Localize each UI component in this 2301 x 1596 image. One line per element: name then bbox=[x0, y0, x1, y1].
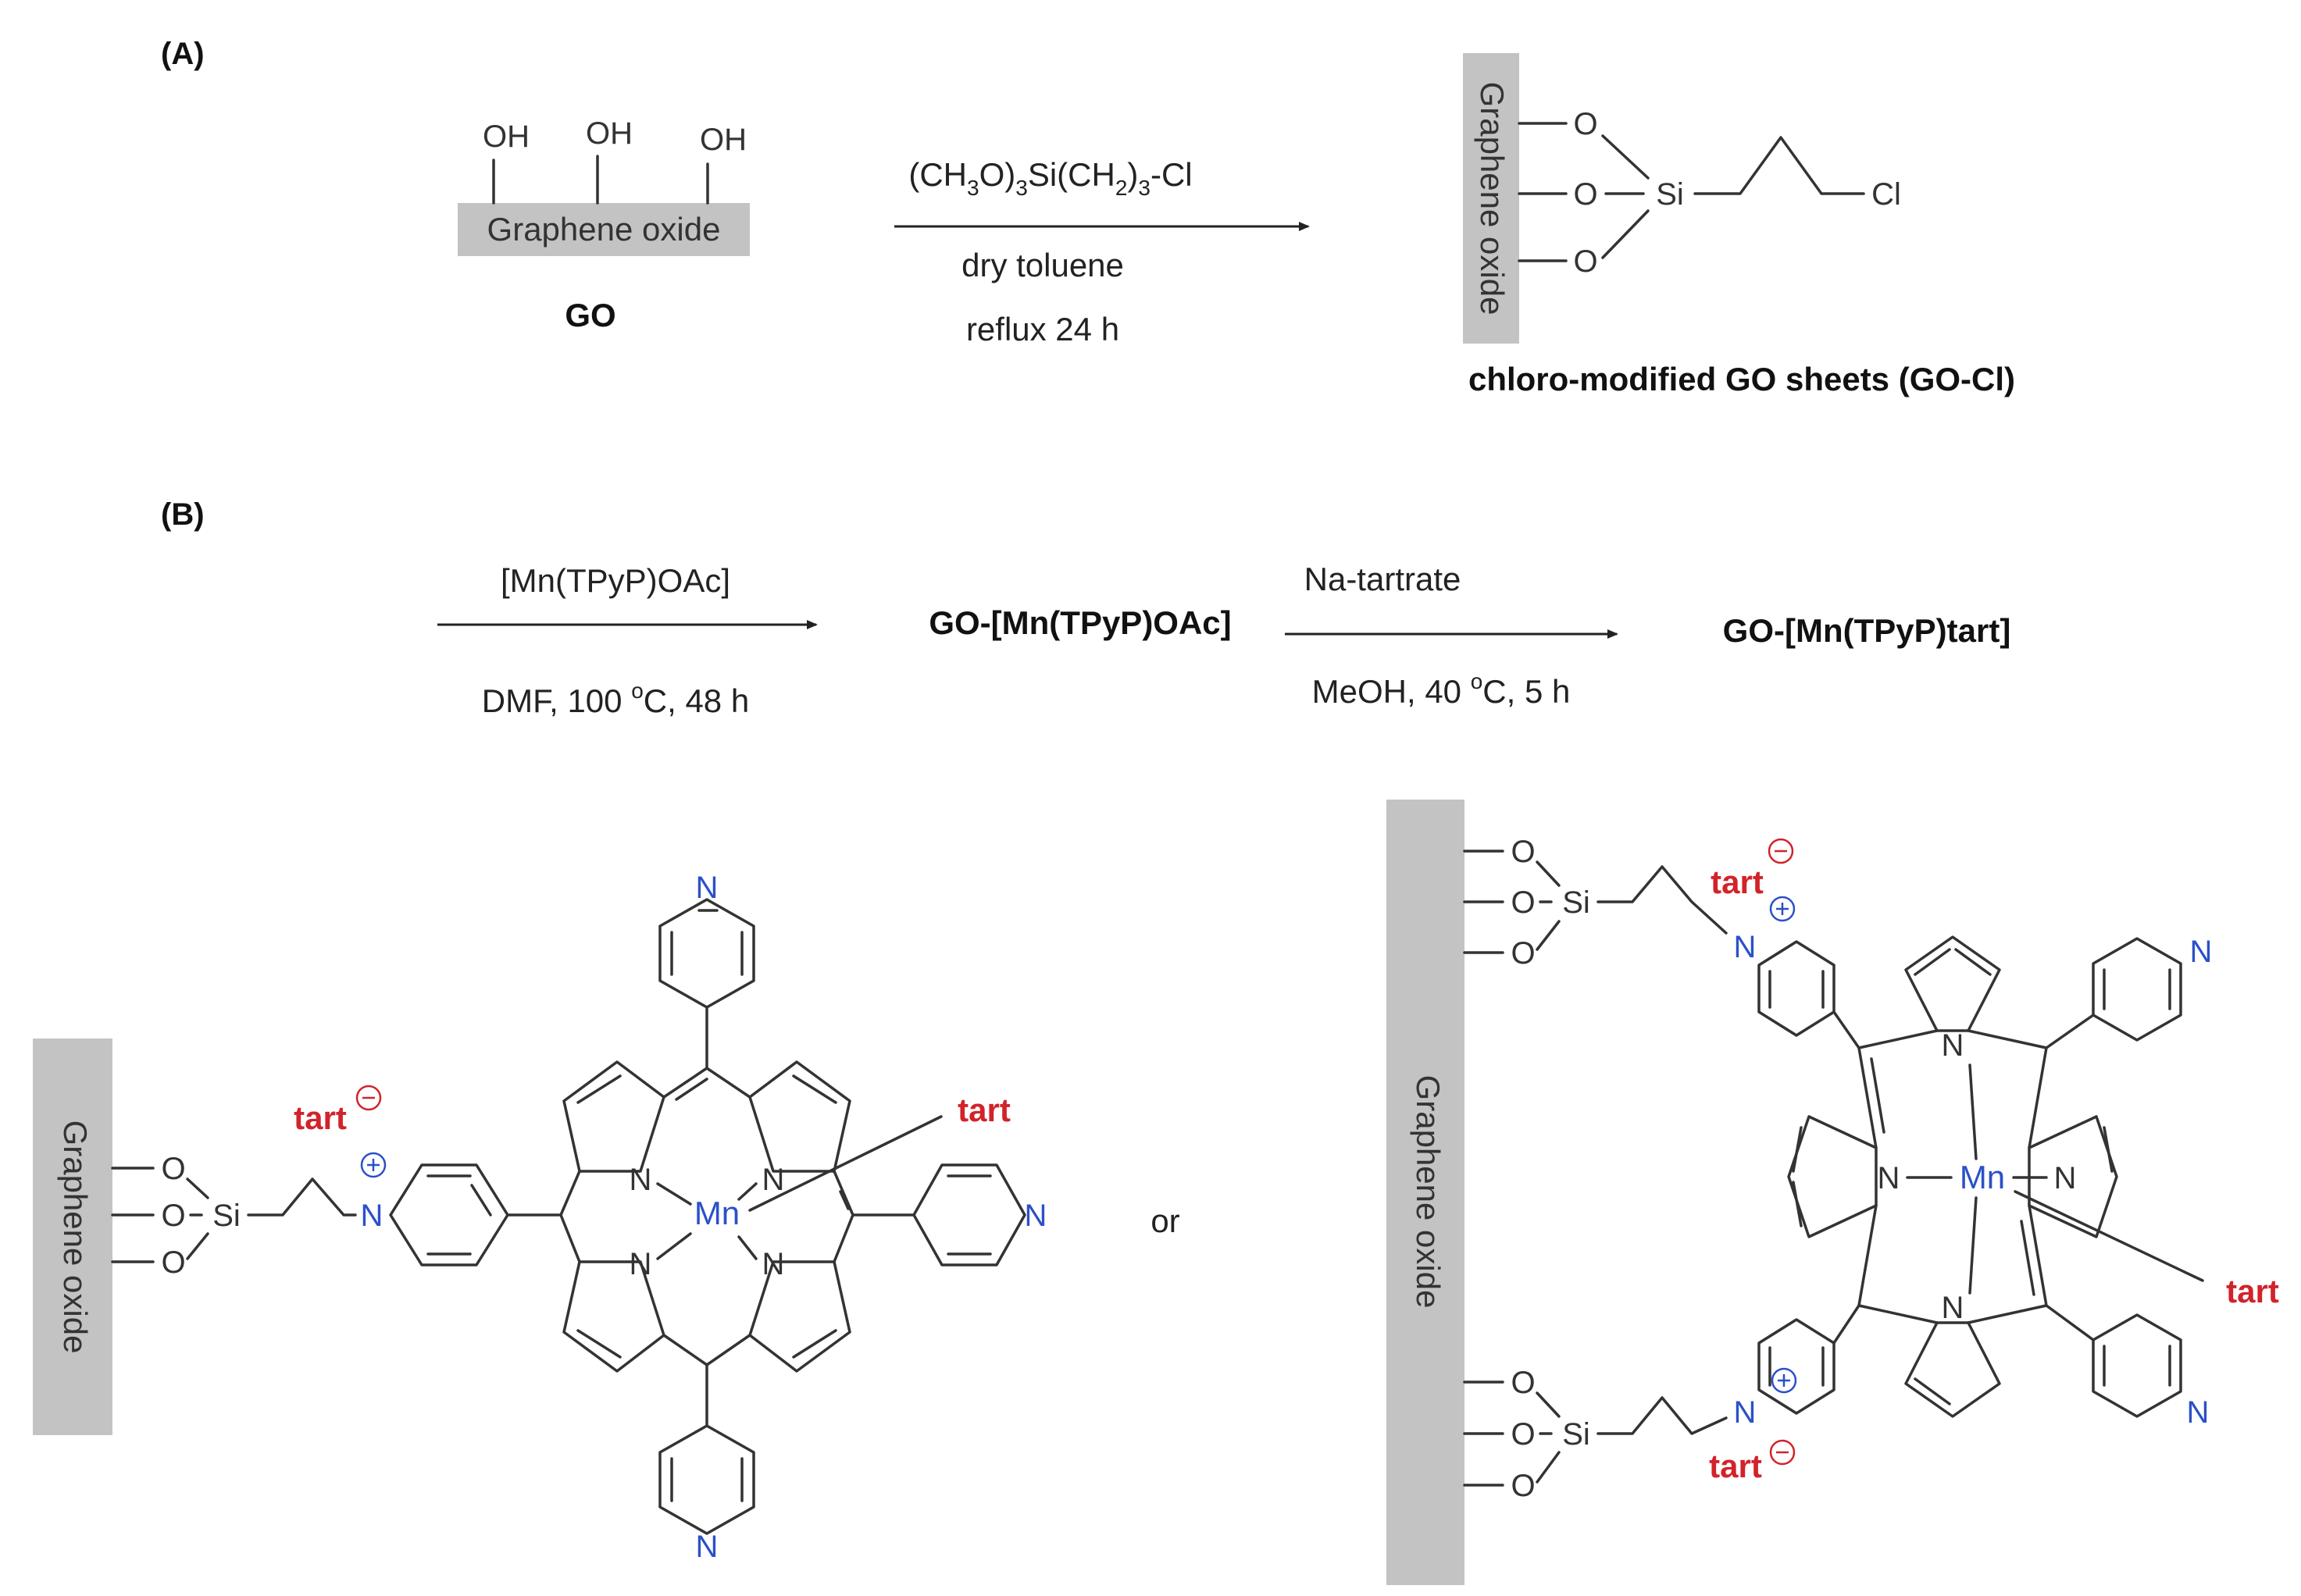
left-right-pyridine-n: N bbox=[1025, 1199, 1047, 1233]
right-structure: Graphene oxide O O O Si N tart O O O S bbox=[1386, 800, 2279, 1585]
right-o-6: O bbox=[1511, 1469, 1535, 1503]
go-cl-plate-label: Graphene oxide bbox=[1474, 82, 1511, 315]
o-atom-1: O bbox=[1573, 107, 1597, 141]
right-o-5: O bbox=[1511, 1417, 1535, 1452]
or-connector: or bbox=[1150, 1202, 1179, 1239]
right-si-2: Si bbox=[1562, 1417, 1590, 1452]
left-mn-center: Mn bbox=[694, 1195, 740, 1231]
right-mn-center: Mn bbox=[1960, 1159, 2005, 1195]
go-cl-structure: Graphene oxide O O O Si Cl bbox=[1463, 53, 1901, 344]
left-pyrrole-n-1: N bbox=[630, 1163, 652, 1197]
right-pyridinium-n-1: N bbox=[1734, 930, 1757, 964]
cl-atom: Cl bbox=[1871, 177, 1901, 212]
right-lower-pyridine-n: N bbox=[2187, 1395, 2210, 1430]
solvent-condition: dry toluene bbox=[961, 247, 1124, 283]
na-tartrate-reagent: Na-tartrate bbox=[1304, 561, 1461, 597]
o-atom-3: O bbox=[1573, 244, 1597, 279]
hydroxyl-2: OH bbox=[586, 116, 633, 151]
dmf-condition: DMF, 100 oC, 48 h bbox=[482, 679, 749, 719]
go-cl-label: chloro-modified GO sheets (GO-Cl) bbox=[1468, 361, 2015, 397]
panel-a-label: (A) bbox=[161, 37, 205, 71]
mn-tpyp-reagent: [Mn(TPyP)OAc] bbox=[501, 562, 730, 599]
right-si-1: Si bbox=[1562, 885, 1590, 920]
right-tart-counterion-2: tart bbox=[1709, 1448, 1762, 1484]
left-tart-counterion: tart bbox=[294, 1099, 347, 1136]
right-pyrrole-n-right: N bbox=[2054, 1161, 2077, 1195]
right-positive-charge-icon-2 bbox=[1771, 1367, 1797, 1394]
left-go-plate-label: Graphene oxide bbox=[57, 1120, 94, 1354]
left-top-pyridine-n: N bbox=[696, 871, 719, 905]
left-pyrrole-n-4: N bbox=[762, 1247, 785, 1281]
right-pyrrole-n-top: N bbox=[1942, 1028, 1964, 1063]
right-pyrrole-n-left: N bbox=[1878, 1161, 1900, 1195]
left-pyridinium-n: N bbox=[361, 1199, 384, 1233]
graphene-oxide-label: Graphene oxide bbox=[487, 211, 721, 248]
go-cl-plate bbox=[1463, 53, 1519, 344]
left-axial-tart: tart bbox=[958, 1092, 1011, 1128]
right-axial-tart: tart bbox=[2226, 1273, 2279, 1309]
right-upper-pyridine-n: N bbox=[2190, 935, 2213, 969]
go-sheet: Graphene oxide OH OH OH bbox=[458, 116, 750, 256]
positive-charge-icon bbox=[360, 1152, 387, 1178]
right-o-1: O bbox=[1511, 835, 1535, 869]
right-pyridinium-n-2: N bbox=[1734, 1395, 1757, 1430]
right-go-plate-label: Graphene oxide bbox=[1410, 1075, 1447, 1309]
left-bottom-pyridine-n: N bbox=[696, 1530, 719, 1564]
right-negative-charge-icon-2 bbox=[1769, 1439, 1796, 1466]
graphene-oxide-plate bbox=[458, 203, 750, 256]
reflux-condition: reflux 24 h bbox=[966, 311, 1119, 347]
left-pyrrole-n-3: N bbox=[630, 1247, 652, 1281]
left-pyrrole-n-2: N bbox=[762, 1163, 785, 1197]
left-o-3: O bbox=[161, 1245, 185, 1280]
right-negative-charge-icon-1 bbox=[1768, 838, 1794, 864]
left-o-2: O bbox=[161, 1199, 185, 1233]
right-o-2: O bbox=[1511, 885, 1535, 920]
o-atom-2: O bbox=[1573, 177, 1597, 212]
final-product-label: GO-[Mn(TPyP)tart] bbox=[1723, 612, 2011, 649]
right-positive-charge-icon-1 bbox=[1769, 896, 1796, 922]
right-o-4: O bbox=[1511, 1366, 1535, 1400]
intermediate-label: GO-[Mn(TPyP)OAc] bbox=[929, 604, 1231, 641]
right-o-3: O bbox=[1511, 936, 1535, 971]
hydroxyl-1: OH bbox=[483, 119, 530, 154]
left-o-1: O bbox=[161, 1152, 185, 1186]
left-si: Si bbox=[212, 1199, 241, 1233]
go-compound-label: GO bbox=[565, 297, 615, 333]
left-structure: Graphene oxide O O O Si N tart bbox=[33, 871, 1047, 1564]
right-pyrrole-n-bottom: N bbox=[1942, 1291, 1964, 1325]
panel-b-label: (B) bbox=[161, 497, 205, 532]
left-go-plate bbox=[33, 1038, 112, 1435]
right-go-plate bbox=[1386, 800, 1464, 1585]
meoh-condition: MeOH, 40 oC, 5 h bbox=[1312, 669, 1571, 710]
right-tart-counterion-1: tart bbox=[1711, 864, 1764, 900]
negative-charge-icon bbox=[355, 1085, 382, 1111]
silane-reagent: (CH3O)3Si(CH2)3-Cl bbox=[908, 156, 1192, 200]
hydroxyl-3: OH bbox=[700, 123, 747, 157]
si-atom: Si bbox=[1656, 177, 1684, 212]
